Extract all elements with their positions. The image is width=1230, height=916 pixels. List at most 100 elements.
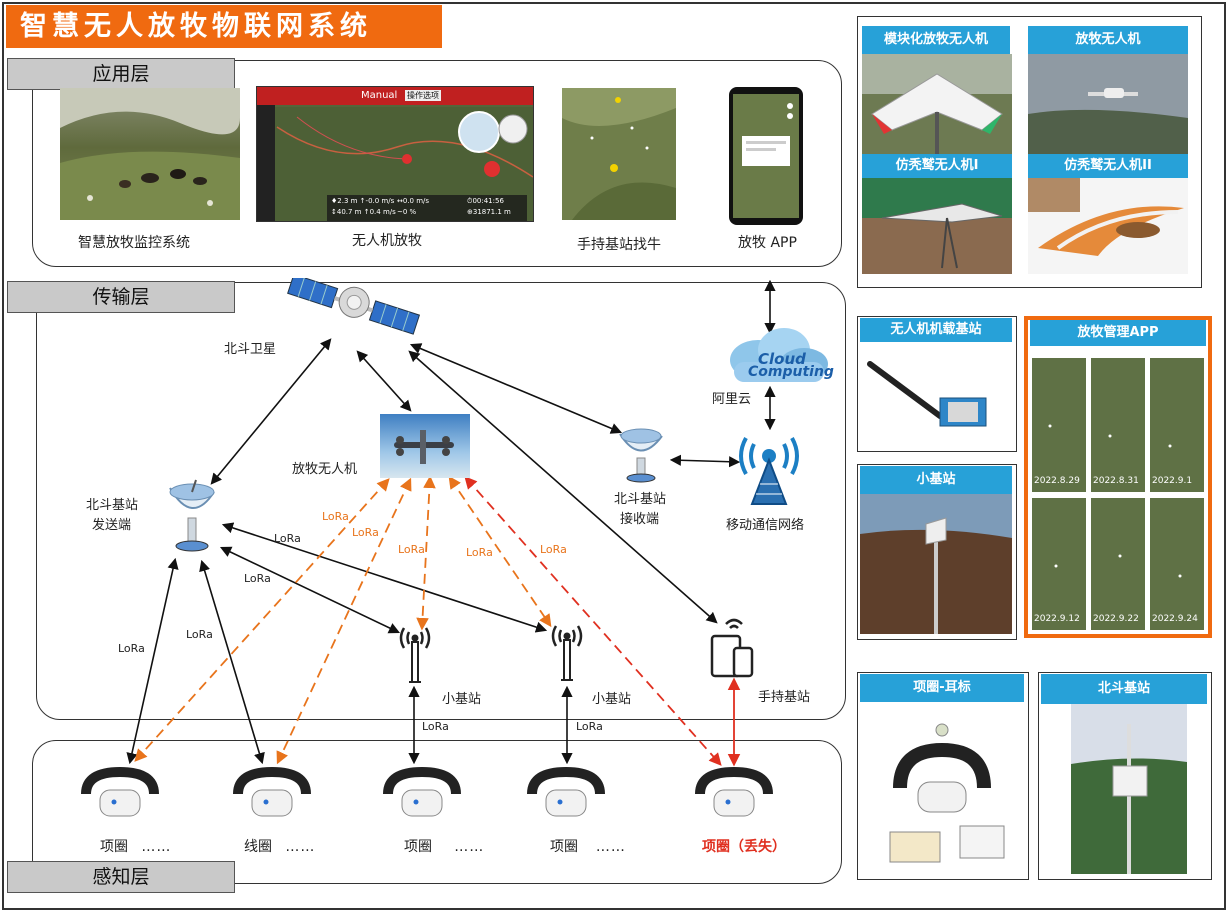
lora-label-collar1: LoRa [118,642,145,655]
collar-label-2: 线圈 …… [244,839,316,855]
handheld-station-icon [710,618,754,678]
link-recv-mobile [669,454,741,468]
label-small-base-2: 小基站 [592,692,632,707]
transport-layer-tab: 传输层 [7,281,235,313]
app-date-3: 2022.9.1 [1152,476,1193,486]
drone-telemetry-5: ~0 % [397,208,417,216]
caption-grazing-app: 放牧 APP [738,235,797,251]
collar-icon-3 [383,766,461,817]
cloud-text-line1: Cloud [758,350,806,368]
caption-handheld-find-cattle: 手持基站找牛 [577,237,661,253]
network-links [126,279,776,767]
label-grazing-drone: 放牧无人机 [292,462,358,477]
panel-title-modular-drone: 模块化放牧无人机 [862,26,1010,54]
label-recv-station-1: 北斗基站 [614,492,667,507]
lora-label-base1: LoRa [422,720,449,733]
panel-title-vulture-drone-1: 仿秃鹫无人机I [862,154,1012,178]
label-aliyun: 阿里云 [712,392,752,407]
collar-label-lost: 项圈（丢失） [702,839,786,855]
drone-grazing-screen: Manual 操作选项 ♦2.3 m ↑-0.0 m/s ↔0.0 m/s ⏱0… [256,86,534,222]
link-drone-collar2 [276,477,412,765]
caption-monitor-system: 智慧放牧监控系统 [78,235,190,251]
link-send-base2 [221,522,548,633]
label-handheld-station: 手持基站 [758,690,811,705]
photo-airborne-base [860,342,1012,446]
lora-label-collar2: LoRa [186,628,213,641]
lora-label-send-base1: LoRa [274,532,301,545]
panel-title-grazing-drone: 放牧无人机 [1028,26,1188,54]
label-send-station-2: 发送端 [92,518,132,533]
lora-label-drone-2: LoRa [352,526,379,539]
application-layer-tab: 应用层 [7,58,235,90]
label-send-station-1: 北斗基站 [86,498,139,513]
collar-icon-lost [695,766,773,817]
photo-vulture-drone-1 [862,178,1012,274]
cloud-text-line2: Computing [748,364,834,380]
link-sat-drone [356,350,412,412]
beidou-send-station-icon [169,479,215,552]
photo-grazing-drone [1028,54,1188,154]
panel-title-airborne-base: 无人机机载基站 [860,318,1012,342]
lora-label-send-base2: LoRa [244,572,271,585]
link-drone-base2 [448,475,552,628]
photo-modular-drone [862,54,1012,154]
link-drone-collar1 [134,478,390,762]
collar-icon-1 [81,766,159,817]
drone-telemetry-2: ↔0.0 m/s [397,197,430,205]
link-send-collar1 [126,557,179,765]
app-date-2: 2022.8.31 [1093,476,1139,486]
app-date-1: 2022.8.29 [1034,476,1080,486]
small-base-station-2-icon [551,625,583,681]
panel-title-collar-eartag: 项圈-耳标 [860,674,1024,702]
panel-title-small-base: 小基站 [860,466,1012,494]
pasture-monitor-photo [60,88,240,220]
satellite-icon [287,278,420,335]
app-screens-grid: 2022.8.29 2022.8.31 2022.9.1 2022.9.12 2… [1030,356,1206,632]
lora-label-drone-3: LoRa [398,543,425,556]
collar-label-4: 项圈 …… [550,839,626,855]
drone-telemetry-4: ↕40.7 m ↑0.4 m/s [331,208,396,216]
panel-title-vulture-drone-2: 仿秃鹫无人机II [1028,154,1188,178]
app-date-6: 2022.9.24 [1152,614,1198,624]
grazing-drone-image [380,414,470,478]
app-date-5: 2022.9.22 [1093,614,1139,624]
drone-options-button[interactable]: 操作选项 [405,90,441,101]
app-date-4: 2022.9.12 [1034,614,1080,624]
beidou-receive-station-icon [619,428,663,483]
drone-telemetry-1: ♦2.3 m ↑-0.0 m/s [331,197,395,205]
lora-label-drone-5: LoRa [540,543,567,556]
mobile-network-tower-icon [739,437,799,505]
photo-beidou-station [1071,704,1187,874]
photo-small-base [860,494,1012,634]
collar-icon-2 [233,766,311,817]
lora-label-base2: LoRa [576,720,603,733]
panel-title-beidou-station: 北斗基站 [1041,674,1207,704]
collar-label-1: 项圈 …… [100,839,172,855]
drone-telemetry-3: ⏱00:41:56 [467,197,504,205]
link-sat-handheld [408,350,718,624]
panel-title-app-management: 放牧管理APP [1030,320,1206,346]
lora-label-drone-4: LoRa [466,546,493,559]
lora-label-drone-1: LoRa [322,510,349,523]
label-beidou-satellite: 北斗卫星 [224,342,277,357]
link-sat-send [210,338,332,485]
drone-mode-label: Manual [361,90,398,101]
perception-layer-tab: 感知层 [7,861,235,893]
photo-vulture-drone-2 [1028,178,1188,274]
small-base-station-1-icon [399,627,431,683]
cloud-computing-icon [730,328,828,382]
link-send-collar2 [199,559,265,765]
drone-telemetry-6: ⊕31871.1 m [467,208,511,216]
photo-collar-eartag [860,702,1024,874]
link-drone-base1 [416,475,436,631]
label-recv-station-2: 接收端 [620,512,660,527]
handheld-find-cattle-map [562,88,676,220]
collar-icon-4 [527,766,605,817]
page-title: 智慧无人放牧物联网系统 [6,5,442,48]
caption-drone-grazing: 无人机放牧 [352,233,422,249]
grazing-app-phone [728,86,804,226]
label-small-base-1: 小基站 [442,692,482,707]
collar-label-3: 项圈 …… [404,839,485,855]
label-mobile-network: 移动通信网络 [726,518,805,533]
